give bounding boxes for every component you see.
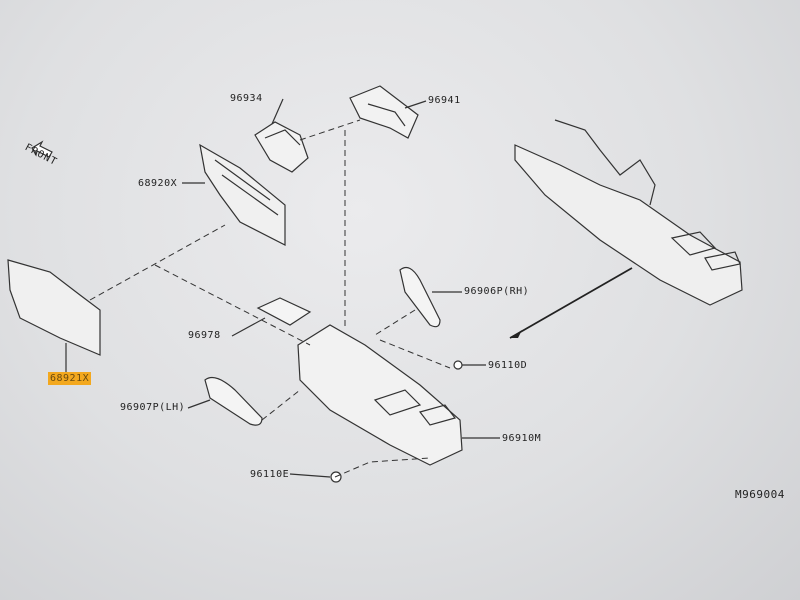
- part-68921x-shape: [8, 260, 100, 355]
- part-96978-shape: [258, 298, 310, 325]
- part-label-68920x[interactable]: 68920X: [138, 178, 177, 189]
- part-label-68921x[interactable]: 68921X: [48, 372, 91, 385]
- screw-96110d-icon: [454, 361, 462, 369]
- part-96934-shape: [255, 122, 308, 172]
- part-label-96910m[interactable]: 96910M: [502, 433, 541, 444]
- part-96910m-shape: [298, 325, 462, 465]
- part-label-96110d[interactable]: 96110D: [488, 360, 527, 371]
- part-label-96906p-rh[interactable]: 96906P(RH): [464, 286, 529, 297]
- part-96906p-shape: [400, 268, 440, 327]
- part-96907p-shape: [205, 378, 262, 426]
- part-label-96110e[interactable]: 96110E: [250, 469, 289, 480]
- part-label-96941[interactable]: 96941: [428, 95, 461, 106]
- part-label-96907p-lh[interactable]: 96907P(LH): [120, 402, 185, 413]
- part-label-96978[interactable]: 96978: [188, 330, 221, 341]
- part-96941-shape: [350, 86, 418, 138]
- drawing-code: M969004: [735, 488, 785, 501]
- part-label-96934[interactable]: 96934: [230, 93, 263, 104]
